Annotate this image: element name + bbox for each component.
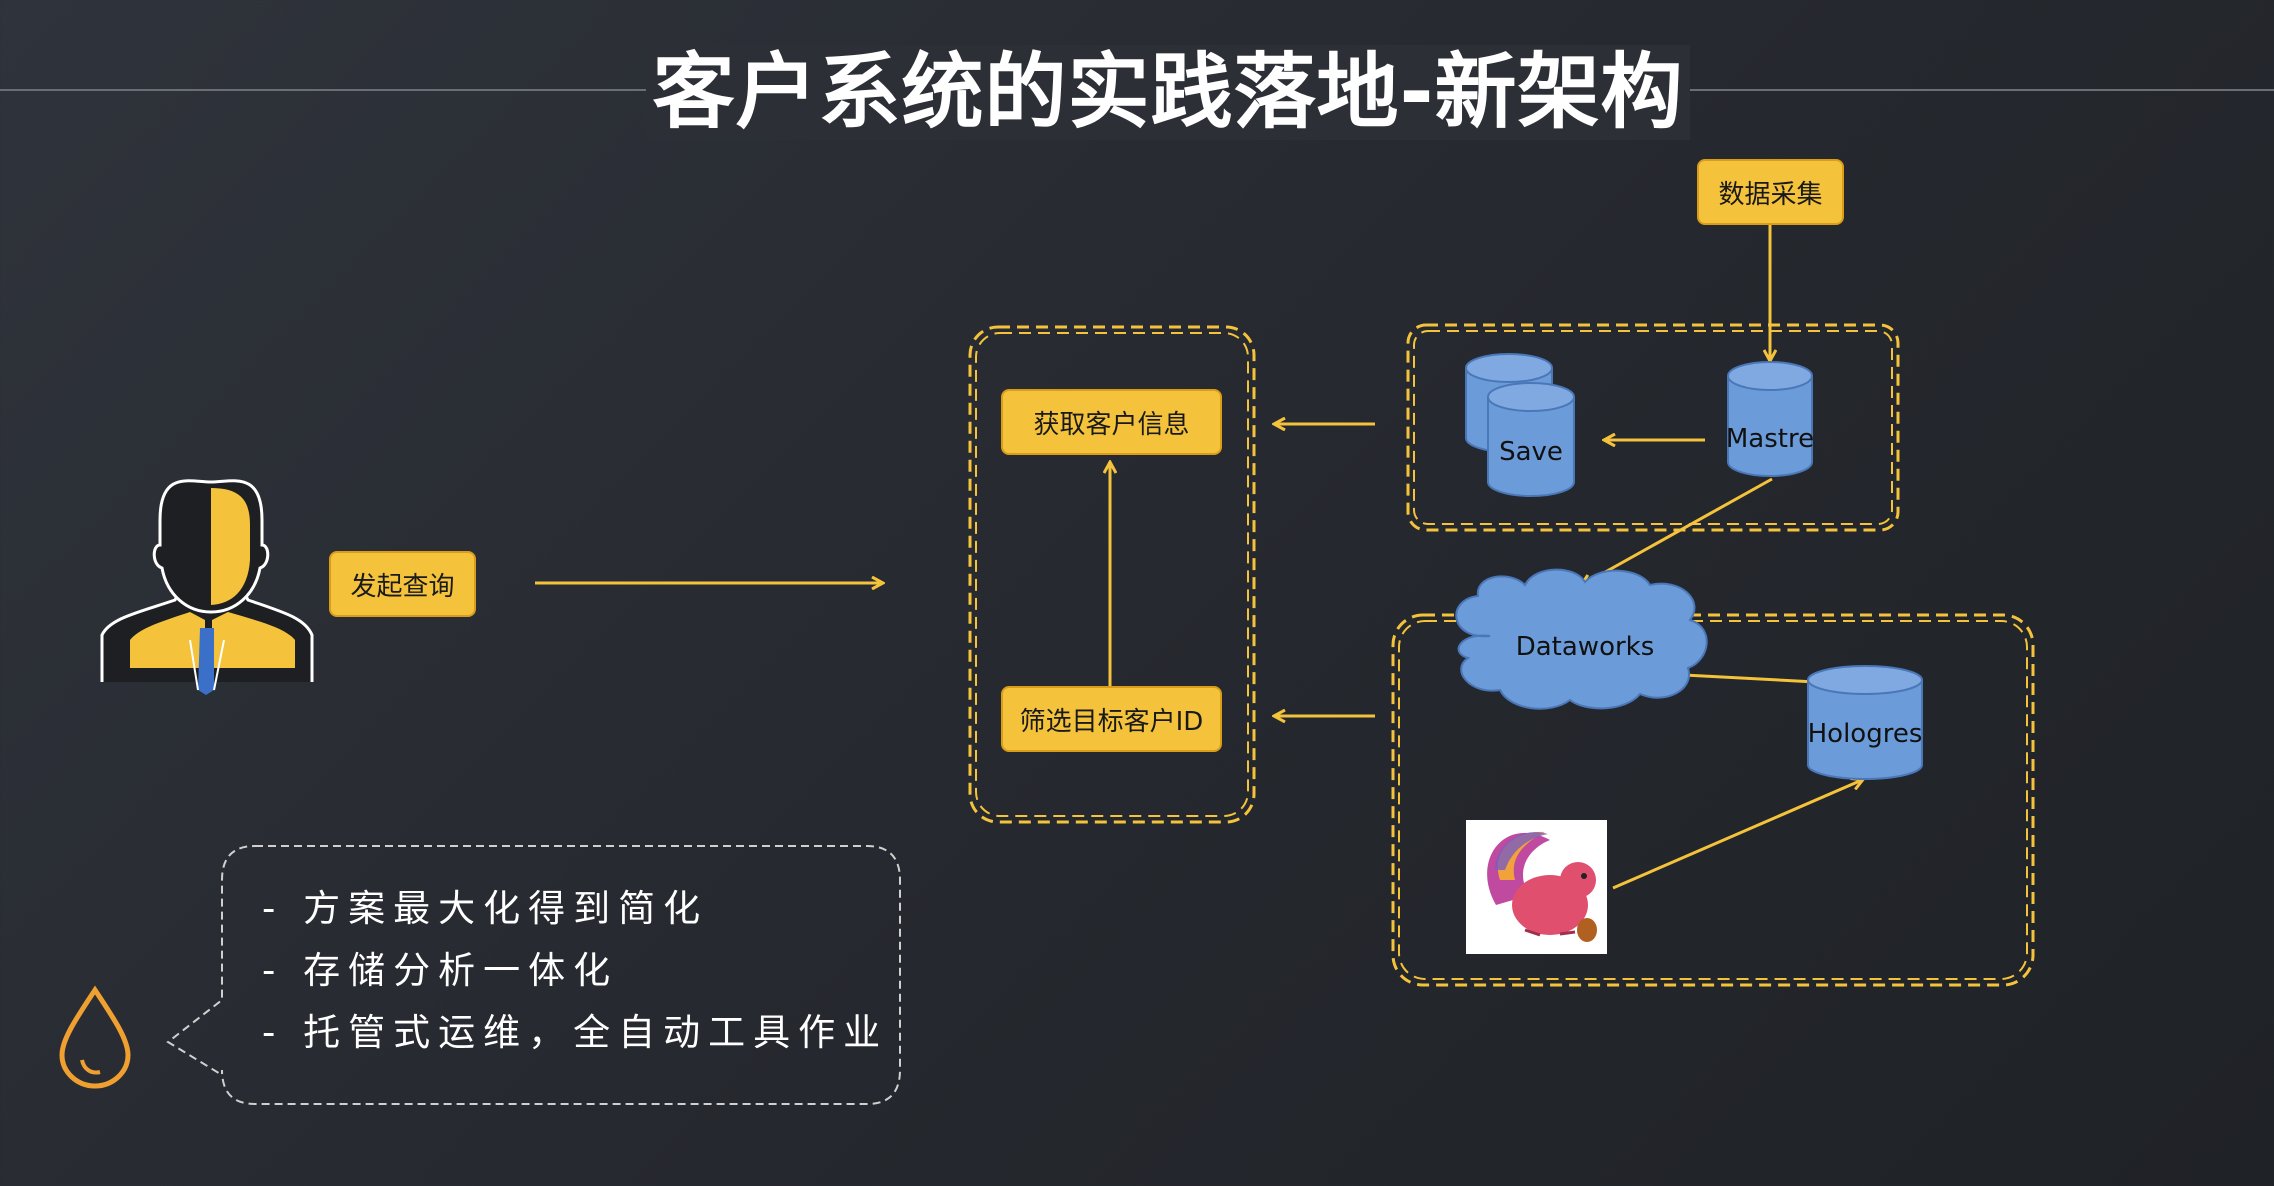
save-database-icon [1465,353,1575,497]
storage-group-border [1406,323,1900,532]
page-title: 客户系统的实践落地-新架构 [0,40,2274,145]
businessman-icon [100,479,314,695]
query-group-border [968,325,1256,824]
note-bubble-border [166,845,901,1105]
arrow-flink-to-hologres [1612,780,1862,890]
save-database-label: Save [1499,437,1563,467]
note-bullet-item: - 方案最大化得到简化 [262,887,709,930]
initiate-query-box: 发起查询 [329,551,476,617]
get-customer-info-box: 获取客户信息 [1001,389,1222,455]
note-bullet-list: - 方案最大化得到简化 - 存储分析一体化 - 托管式运维，全自动工具作业 [262,878,888,1064]
filter-customer-id-box: 筛选目标客户ID [1001,686,1222,752]
master-database-label: Mastre [1725,424,1815,454]
dataworks-cloud-icon [1455,568,1708,710]
data-collection-box: 数据采集 [1697,159,1844,225]
note-bullet-item: - 托管式运维，全自动工具作业 [262,1011,889,1054]
arrow-master-to-dataworks [1582,477,1773,585]
flink-squirrel-icon [1466,820,1607,954]
note-bullet-item: - 存储分析一体化 [262,949,619,992]
dataworks-label: Dataworks [1515,632,1655,662]
hologres-database-label: Hologres [1807,719,1923,749]
water-drop-icon [59,985,131,1089]
hologres-database-icon [1807,665,1923,780]
compute-group-border [1391,613,2035,987]
master-database-icon [1727,361,1813,477]
